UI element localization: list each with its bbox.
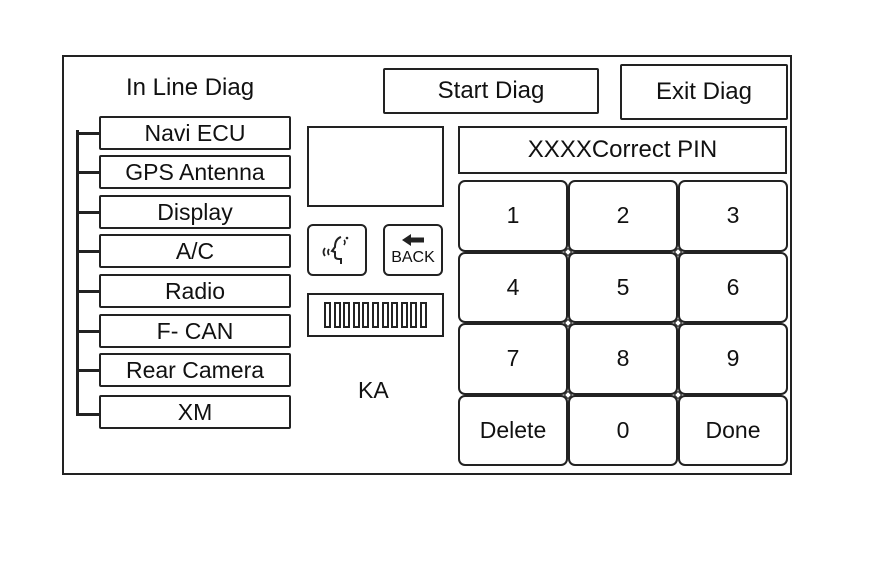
- signal-segment: [333, 302, 341, 328]
- signal-level-bar: [307, 293, 444, 337]
- start-diag-button[interactable]: Start Diag: [383, 68, 599, 114]
- key-0[interactable]: 0: [568, 394, 678, 466]
- key-1[interactable]: 1: [458, 180, 568, 252]
- key-8[interactable]: 8: [568, 323, 678, 395]
- signal-segment: [343, 302, 351, 328]
- tree-branch: [76, 369, 100, 372]
- signal-segment: [391, 302, 399, 328]
- signal-segment: [352, 302, 360, 328]
- key-9[interactable]: 9: [678, 323, 788, 395]
- tree-item-rear-camera[interactable]: Rear Camera: [99, 353, 291, 387]
- signal-segment: [372, 302, 379, 328]
- back-button[interactable]: BACK: [383, 224, 443, 276]
- signal-segments: [323, 302, 429, 328]
- signal-segment: [419, 302, 427, 328]
- tree-branch: [76, 171, 100, 174]
- tree-item-ac[interactable]: A/C: [99, 234, 291, 268]
- tree-branch: [76, 250, 100, 253]
- signal-segment: [410, 302, 418, 328]
- tree-branch: [76, 132, 100, 135]
- tree-item-f-can[interactable]: F- CAN: [99, 314, 291, 348]
- tree-item-navi-ecu[interactable]: Navi ECU: [99, 116, 291, 150]
- done-key[interactable]: Done: [678, 394, 788, 466]
- tree-branch: [76, 211, 100, 214]
- key-7[interactable]: 7: [458, 323, 568, 395]
- delete-key[interactable]: Delete: [458, 394, 568, 466]
- tree-item-gps-antenna[interactable]: GPS Antenna: [99, 155, 291, 189]
- status-text: KA: [358, 377, 389, 403]
- pin-display: XXXXCorrect PIN: [458, 126, 787, 174]
- signal-segment: [362, 302, 370, 328]
- tree-item-display[interactable]: Display: [99, 195, 291, 229]
- key-3[interactable]: 3: [678, 180, 788, 252]
- back-label: BACK: [391, 249, 435, 266]
- exit-diag-button[interactable]: Exit Diag: [620, 64, 788, 120]
- key-4[interactable]: 4: [458, 251, 568, 323]
- diagnostic-screen: In Line Diag Start Diag Exit Diag Navi E…: [62, 55, 792, 475]
- voice-command-icon: [322, 236, 349, 264]
- signal-segment: [324, 302, 332, 328]
- tree-branch: [76, 413, 100, 416]
- voice-button[interactable]: [307, 224, 367, 276]
- tree-branch: [76, 330, 100, 333]
- tree-branch: [76, 290, 100, 293]
- tree-item-xm[interactable]: XM: [99, 395, 291, 429]
- key-6[interactable]: 6: [678, 251, 788, 323]
- key-2[interactable]: 2: [568, 180, 678, 252]
- tree-line: [76, 130, 79, 416]
- tree-item-radio[interactable]: Radio: [99, 274, 291, 308]
- preview-box: [307, 126, 444, 207]
- signal-segment: [400, 302, 408, 328]
- key-5[interactable]: 5: [568, 251, 678, 323]
- signal-segment: [381, 302, 389, 328]
- page-title: In Line Diag: [126, 74, 255, 101]
- back-arrow-icon: [402, 234, 424, 246]
